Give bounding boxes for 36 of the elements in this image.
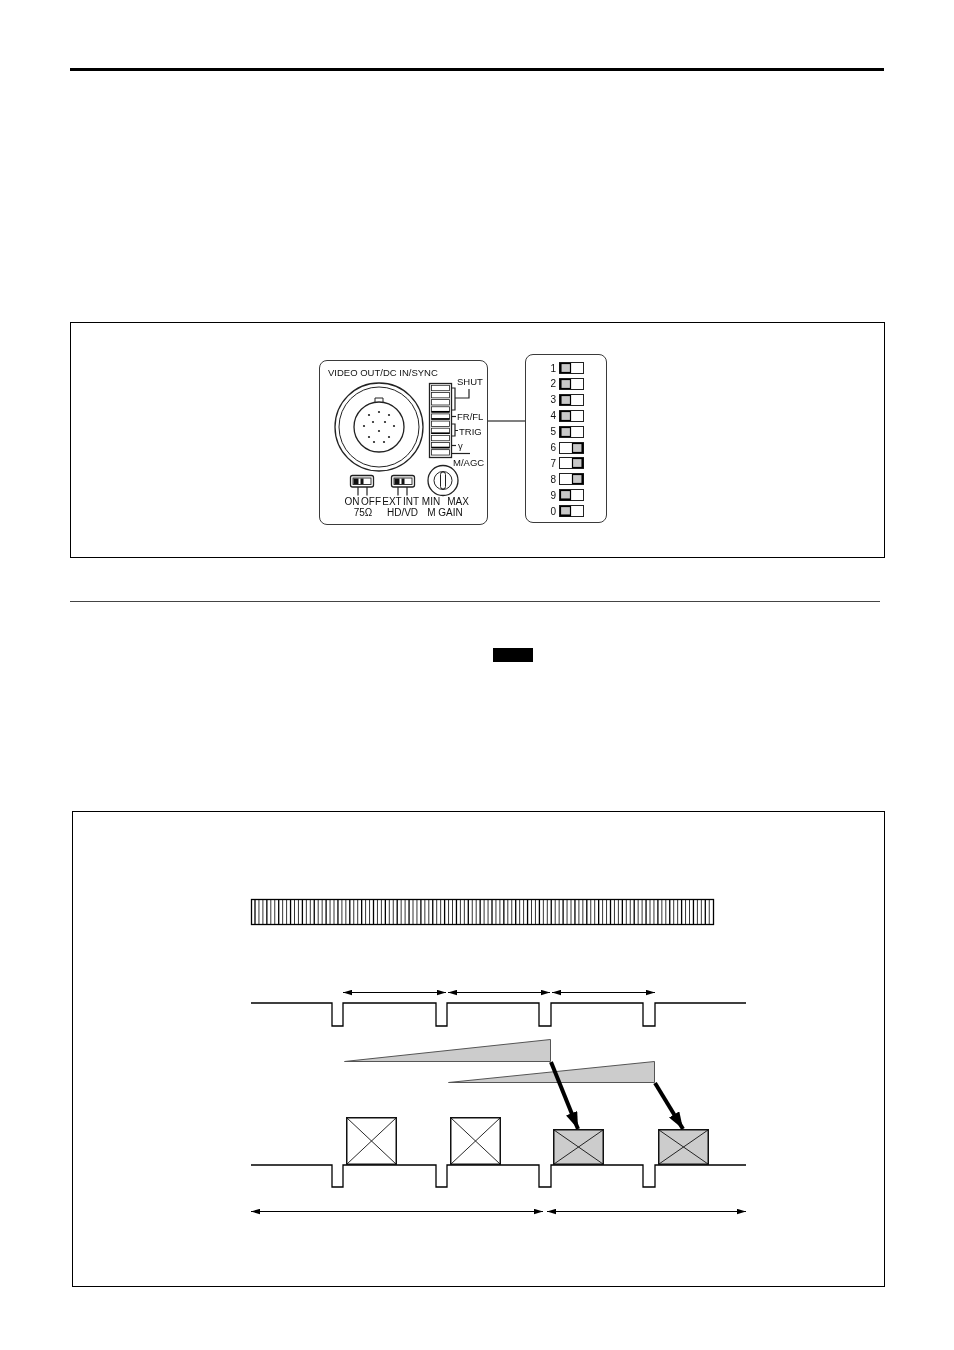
switch-number: 1	[550, 362, 556, 374]
switch-position-label: ON	[344, 496, 360, 507]
crossed-box	[346, 1117, 397, 1165]
switch-label: 75Ω	[353, 507, 373, 518]
switch-number: 0	[550, 505, 556, 517]
switch-number: 4	[550, 410, 556, 422]
crossed-box	[658, 1129, 709, 1165]
arrow	[653, 1081, 685, 1131]
switch-position-label: OFF	[361, 496, 381, 507]
connector-label: VIDEO OUT/DC IN/SYNC	[328, 367, 438, 378]
leader-line	[487, 420, 526, 422]
knob-label: M GAIN	[427, 507, 463, 518]
switch-number: 5	[550, 426, 556, 438]
dip-switch-label: M/AGC	[453, 457, 485, 468]
switch-number: 9	[550, 489, 556, 501]
dip-switch-label: γ	[458, 440, 463, 451]
switch-number: 8	[550, 473, 556, 485]
switch-number: 6	[550, 442, 556, 453]
camera-rear-panel	[319, 360, 488, 525]
switch-label: HD/VD	[386, 507, 419, 518]
arrow	[549, 1061, 580, 1130]
switch-position-label: INT	[402, 496, 420, 507]
crossed-box	[553, 1129, 604, 1165]
ramp-wedge	[448, 1061, 655, 1083]
crossed-box	[450, 1117, 501, 1165]
knob-range-label: MAX	[447, 496, 469, 507]
knob-range-label: MIN	[421, 496, 441, 507]
dip-switch-label: SHUT	[457, 376, 483, 387]
dip-switch-label: TRIG	[459, 425, 482, 437]
dip-switch-panel	[525, 354, 607, 523]
switch-number: 2	[550, 378, 556, 390]
switch-number: 3	[550, 394, 556, 406]
switch-number: 7	[550, 457, 556, 469]
switch-position-label: EXT	[382, 496, 402, 507]
dip-switch-label: FR/FL	[457, 411, 484, 422]
ramp-wedge	[344, 1039, 551, 1062]
